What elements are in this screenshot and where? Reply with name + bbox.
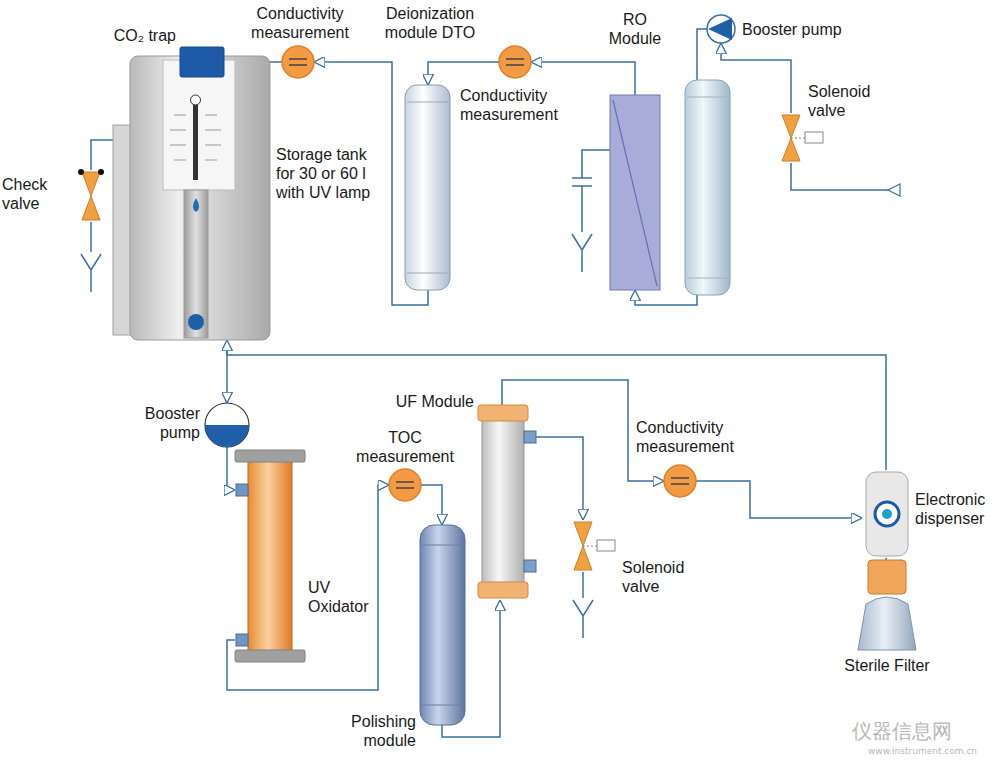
component-label: Conductivity measurement (460, 86, 585, 124)
component-label: Booster pump (118, 404, 200, 442)
component-label: Conductivity measurement (240, 4, 360, 42)
check-valve: Check valve (80, 170, 102, 222)
deionization-cartridge (405, 85, 450, 290)
component-label: Electronic dispenser (915, 490, 1001, 528)
conductivity-cell: Conductivity measurement (499, 46, 531, 78)
solenoid-valve: Solenoid valve (780, 113, 802, 163)
booster-pump-symbol (205, 403, 249, 447)
component-label: TOC measurement (350, 428, 460, 466)
component-label: Solenoid valve (808, 82, 888, 120)
pipe-connector (421, 485, 442, 525)
co2-trap: CO₂ trap (180, 47, 224, 77)
component-label: Polishing module (330, 712, 416, 750)
solenoid-valve: Solenoid valve (572, 520, 594, 572)
co2-trap (180, 47, 224, 77)
pipe-connector (525, 437, 583, 520)
component-label: Storage tank for 30 or 60 l with UV lamp (276, 145, 376, 203)
component-label: Deionization module DTO (368, 4, 492, 42)
component-label: UV Oxidator (308, 578, 374, 616)
prefilter-cartridge (685, 80, 730, 295)
polishing-module: Polishing module (420, 525, 465, 725)
component-label: Solenoid valve (622, 558, 702, 596)
sterile-filter-figure (858, 560, 916, 650)
ro-membrane (610, 95, 660, 290)
conductivity-cell: Conductivity measurement (282, 46, 314, 78)
uv-oxidator-tube (235, 450, 305, 662)
uf-module: UF Module (480, 405, 525, 600)
electronic-dispenser: Electronic dispenser (862, 470, 910, 558)
electronic-dispenser-figure (866, 472, 908, 556)
storage-tank (113, 56, 270, 340)
deionization-module: Deionization module DTO (405, 85, 450, 290)
booster-pump: Booster pump (205, 403, 249, 447)
booster-pump: Booster pump (707, 15, 735, 43)
polishing-cartridge (420, 525, 465, 725)
sterile-filter: Sterile Filter (855, 562, 915, 652)
component-label: Check valve (2, 175, 68, 213)
inlet-arrow (888, 184, 900, 196)
component-label: RO Module (600, 10, 670, 48)
pipe-connector (696, 481, 862, 518)
storage-tank: Storage tank for 30 or 60 l with UV lamp… (130, 47, 270, 340)
booster-pump-symbol (707, 15, 735, 43)
check-valve-symbol (78, 169, 104, 220)
component-label: Conductivity measurement (636, 418, 761, 456)
component-label: Booster pump (742, 20, 862, 39)
solenoid-valve-symbols (574, 115, 823, 570)
pipe-connector (721, 43, 791, 113)
pipe-connector (227, 447, 235, 490)
conductivity-cell: Conductivity measurement (664, 465, 696, 497)
pipe-connector (428, 62, 499, 85)
component-label: UF Module (372, 392, 474, 411)
uf-module (478, 405, 536, 598)
component-label: CO₂ trap (96, 26, 176, 45)
toc-cell: TOC measurement (389, 469, 421, 501)
watermark: 仪器信息网 (852, 718, 952, 745)
uv-oxidator: UV Oxidator (235, 450, 305, 662)
component-label: Sterile Filter (842, 656, 932, 675)
ro-module: RO Module (610, 95, 660, 290)
pipe-connector (227, 340, 886, 470)
watermark: www.instrument.com.cn (868, 746, 977, 756)
